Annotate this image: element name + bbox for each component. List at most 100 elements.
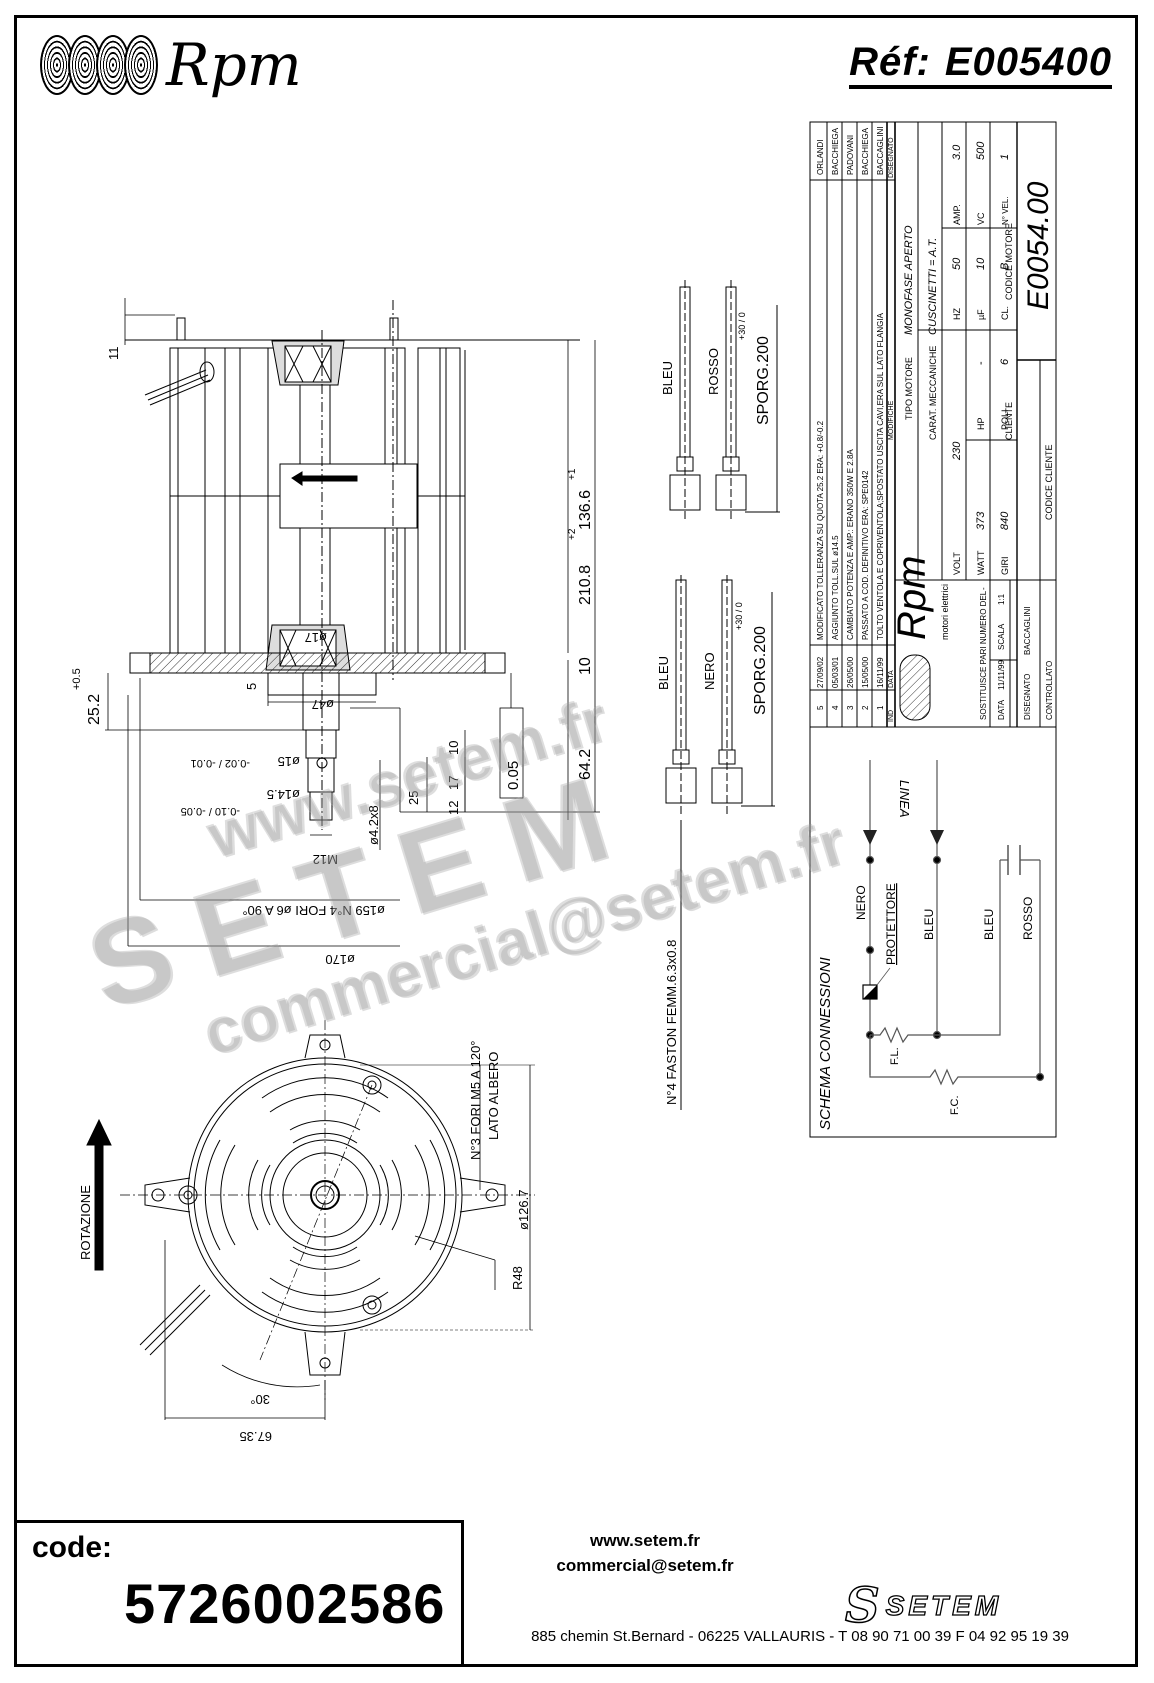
dim-25: 25 xyxy=(406,791,421,805)
cliente-label: CLIENTE xyxy=(1004,402,1014,440)
rev-3-desc: CAMBIATO POTENZA E AMP.: ERANO 350W E 2.… xyxy=(846,449,855,640)
side-view-dimensions xyxy=(105,298,600,947)
dim-d47: ø47 xyxy=(312,697,334,712)
dim-d126: ø126.7 xyxy=(516,1190,531,1230)
data-value: 11/11/99 xyxy=(997,659,1006,690)
company-address: 885 chemin St.Bernard - 06225 VALLAURIS … xyxy=(531,1628,1069,1645)
lead-rosso: ROSSO xyxy=(706,348,721,395)
brand-name: Rpm xyxy=(166,31,302,99)
dim-d15: ø15 xyxy=(278,754,300,769)
hz-label: HZ xyxy=(952,308,962,320)
poli-label: POLI xyxy=(1000,409,1010,430)
rev-header-ind: IND xyxy=(888,710,895,722)
rev-2-author: BACCHIEGA xyxy=(861,127,870,175)
lead-bleu-1: BLEU xyxy=(660,361,675,395)
setem-wordmark: SETEM xyxy=(885,1589,1003,1621)
dim-25-2: 25.2 xyxy=(86,694,103,725)
codice-cliente-label: CODICE CLIENTE xyxy=(1044,444,1054,520)
dim-d14-5-tol: -0.10 / -0.05 xyxy=(181,805,240,817)
hz-value: 50 xyxy=(951,257,963,270)
rev-4-date: 05/03/01 xyxy=(831,656,840,688)
volt-value: 230 xyxy=(951,441,963,461)
cl-value: B xyxy=(999,263,1011,270)
contact-block: www.setem.fr commercial@setem.fr xyxy=(470,1528,820,1578)
front-holes-side: LATO ALBERO xyxy=(486,1052,501,1140)
rev-1-date: 16/11/99 xyxy=(876,657,885,688)
codice-motore-value: E0054.00 xyxy=(1022,181,1055,310)
email-link[interactable]: commercial@setem.fr xyxy=(556,1556,734,1575)
dim-64: 64.2 xyxy=(577,749,594,780)
dim-12: 12 xyxy=(446,801,461,815)
nvel-label: N° VEL. xyxy=(1001,196,1010,225)
rev-header-date: DATA xyxy=(888,670,895,688)
dim-d17: ø17 xyxy=(305,630,327,645)
sporg-2-tol: +30 / 0 xyxy=(734,602,744,630)
lead-bleu-2: BLEU xyxy=(656,656,671,690)
rev-5-ind: 5 xyxy=(816,705,825,710)
schematic-linea: LINEA xyxy=(897,780,912,818)
scala-label: SCALA xyxy=(997,623,1006,650)
uf-value: 10 xyxy=(975,257,987,270)
rev-2-ind: 2 xyxy=(861,705,870,710)
motor-side-view xyxy=(125,300,580,830)
dim-5: 5 xyxy=(244,683,259,690)
hp-value: - xyxy=(975,361,987,365)
title-block-coil-icon xyxy=(899,654,931,721)
rev-3-author: PADOVANI xyxy=(846,135,855,175)
faston-note: N°4 FASTON FEMM.6.3x0.8 xyxy=(664,940,679,1105)
motor-front-view xyxy=(86,1020,535,1420)
lead-nero: NERO xyxy=(702,652,717,690)
dim-136: 136.6 xyxy=(577,490,594,530)
dim-d15-tol: -0.02 / -0.01 xyxy=(191,757,250,769)
rev-2-desc: PASSATO A COD. DEFINITIVO ERA: SPE0142 xyxy=(861,470,870,640)
rev-3-date: 26/05/00 xyxy=(846,656,855,688)
amp-value: 3.0 xyxy=(951,144,963,160)
watt-value: 373 xyxy=(975,511,987,530)
dim-m12: M12 xyxy=(313,852,338,867)
nvel-value: 1 xyxy=(999,154,1011,160)
schematic-fc: F.C. xyxy=(949,1095,961,1115)
sporg-1-tol: +30 / 0 xyxy=(737,312,747,340)
rotation-label: ROTAZIONE xyxy=(78,1185,93,1260)
scala-value: 1:1 xyxy=(997,593,1006,605)
code-box: code: 5726002586 xyxy=(14,1520,464,1667)
runout-tolerance: 0.05 xyxy=(505,761,522,790)
giri-value: 840 xyxy=(999,511,1011,530)
dim-25-2-tol: +0.5 xyxy=(71,668,83,690)
website-link[interactable]: www.setem.fr xyxy=(590,1531,700,1550)
carat-meccaniche-value: CUSCINETTI = A.T. xyxy=(927,238,939,335)
watt-label: WATT xyxy=(976,550,986,575)
rpm-logo: Rpm xyxy=(40,30,302,100)
schematic-bleu-2: BLEU xyxy=(982,909,996,940)
rev-4-author: BACCHIEGA xyxy=(831,127,840,175)
title-block-frame xyxy=(809,121,1057,1138)
coil-rings-icon xyxy=(40,35,158,95)
rev-3-ind: 3 xyxy=(846,705,855,710)
carat-meccaniche-label: CARAT. MECCANICHE xyxy=(928,346,938,440)
code-value: 5726002586 xyxy=(124,1572,446,1635)
dim-d170: ø170 xyxy=(325,952,355,967)
dim-210-tol: +2 xyxy=(567,528,578,540)
sostituisce-label: SOSTITUISCE PARI NUMERO DEL xyxy=(979,590,988,720)
volt-label: VOLT xyxy=(952,552,962,575)
data-label: DATA xyxy=(997,699,1006,720)
sporg-2: SPORG.200 xyxy=(752,626,769,715)
rev-header-disegnato: DISEGNATO xyxy=(888,137,895,178)
flange-holes-note: ø159 N°4 FORI ø6 A 90° xyxy=(242,903,385,918)
rev-5-desc: MODIFICATO TOLLERANZA SU QUOTA 25.2 ERA:… xyxy=(816,420,825,640)
schematic-rosso: ROSSO xyxy=(1021,897,1035,940)
sporg-1: SPORG.200 xyxy=(755,336,772,425)
schematic-bleu-1: BLEU xyxy=(922,909,936,940)
hp-label: HP xyxy=(976,417,986,430)
disegnato-label: DISEGNATO xyxy=(1023,674,1032,720)
front-holes-note: N°3 FORI M5 A 120° xyxy=(468,1040,483,1160)
rev-4-ind: 4 xyxy=(831,705,840,710)
rev-1-desc: TOLTO VENTOLA E COPRIVENTOLA;SPOSTATO US… xyxy=(876,312,885,640)
codice-motore-label: CODICE MOTORE xyxy=(1004,223,1014,300)
giri-label: GIRI xyxy=(1000,556,1010,575)
title-block-subtitle: motori elettrici xyxy=(940,584,950,640)
tipo-motore-label: TIPO MOTORE xyxy=(904,357,914,420)
schematic-nero: NERO xyxy=(854,885,868,920)
schematic-protettore: PROTETTORE xyxy=(884,883,898,965)
